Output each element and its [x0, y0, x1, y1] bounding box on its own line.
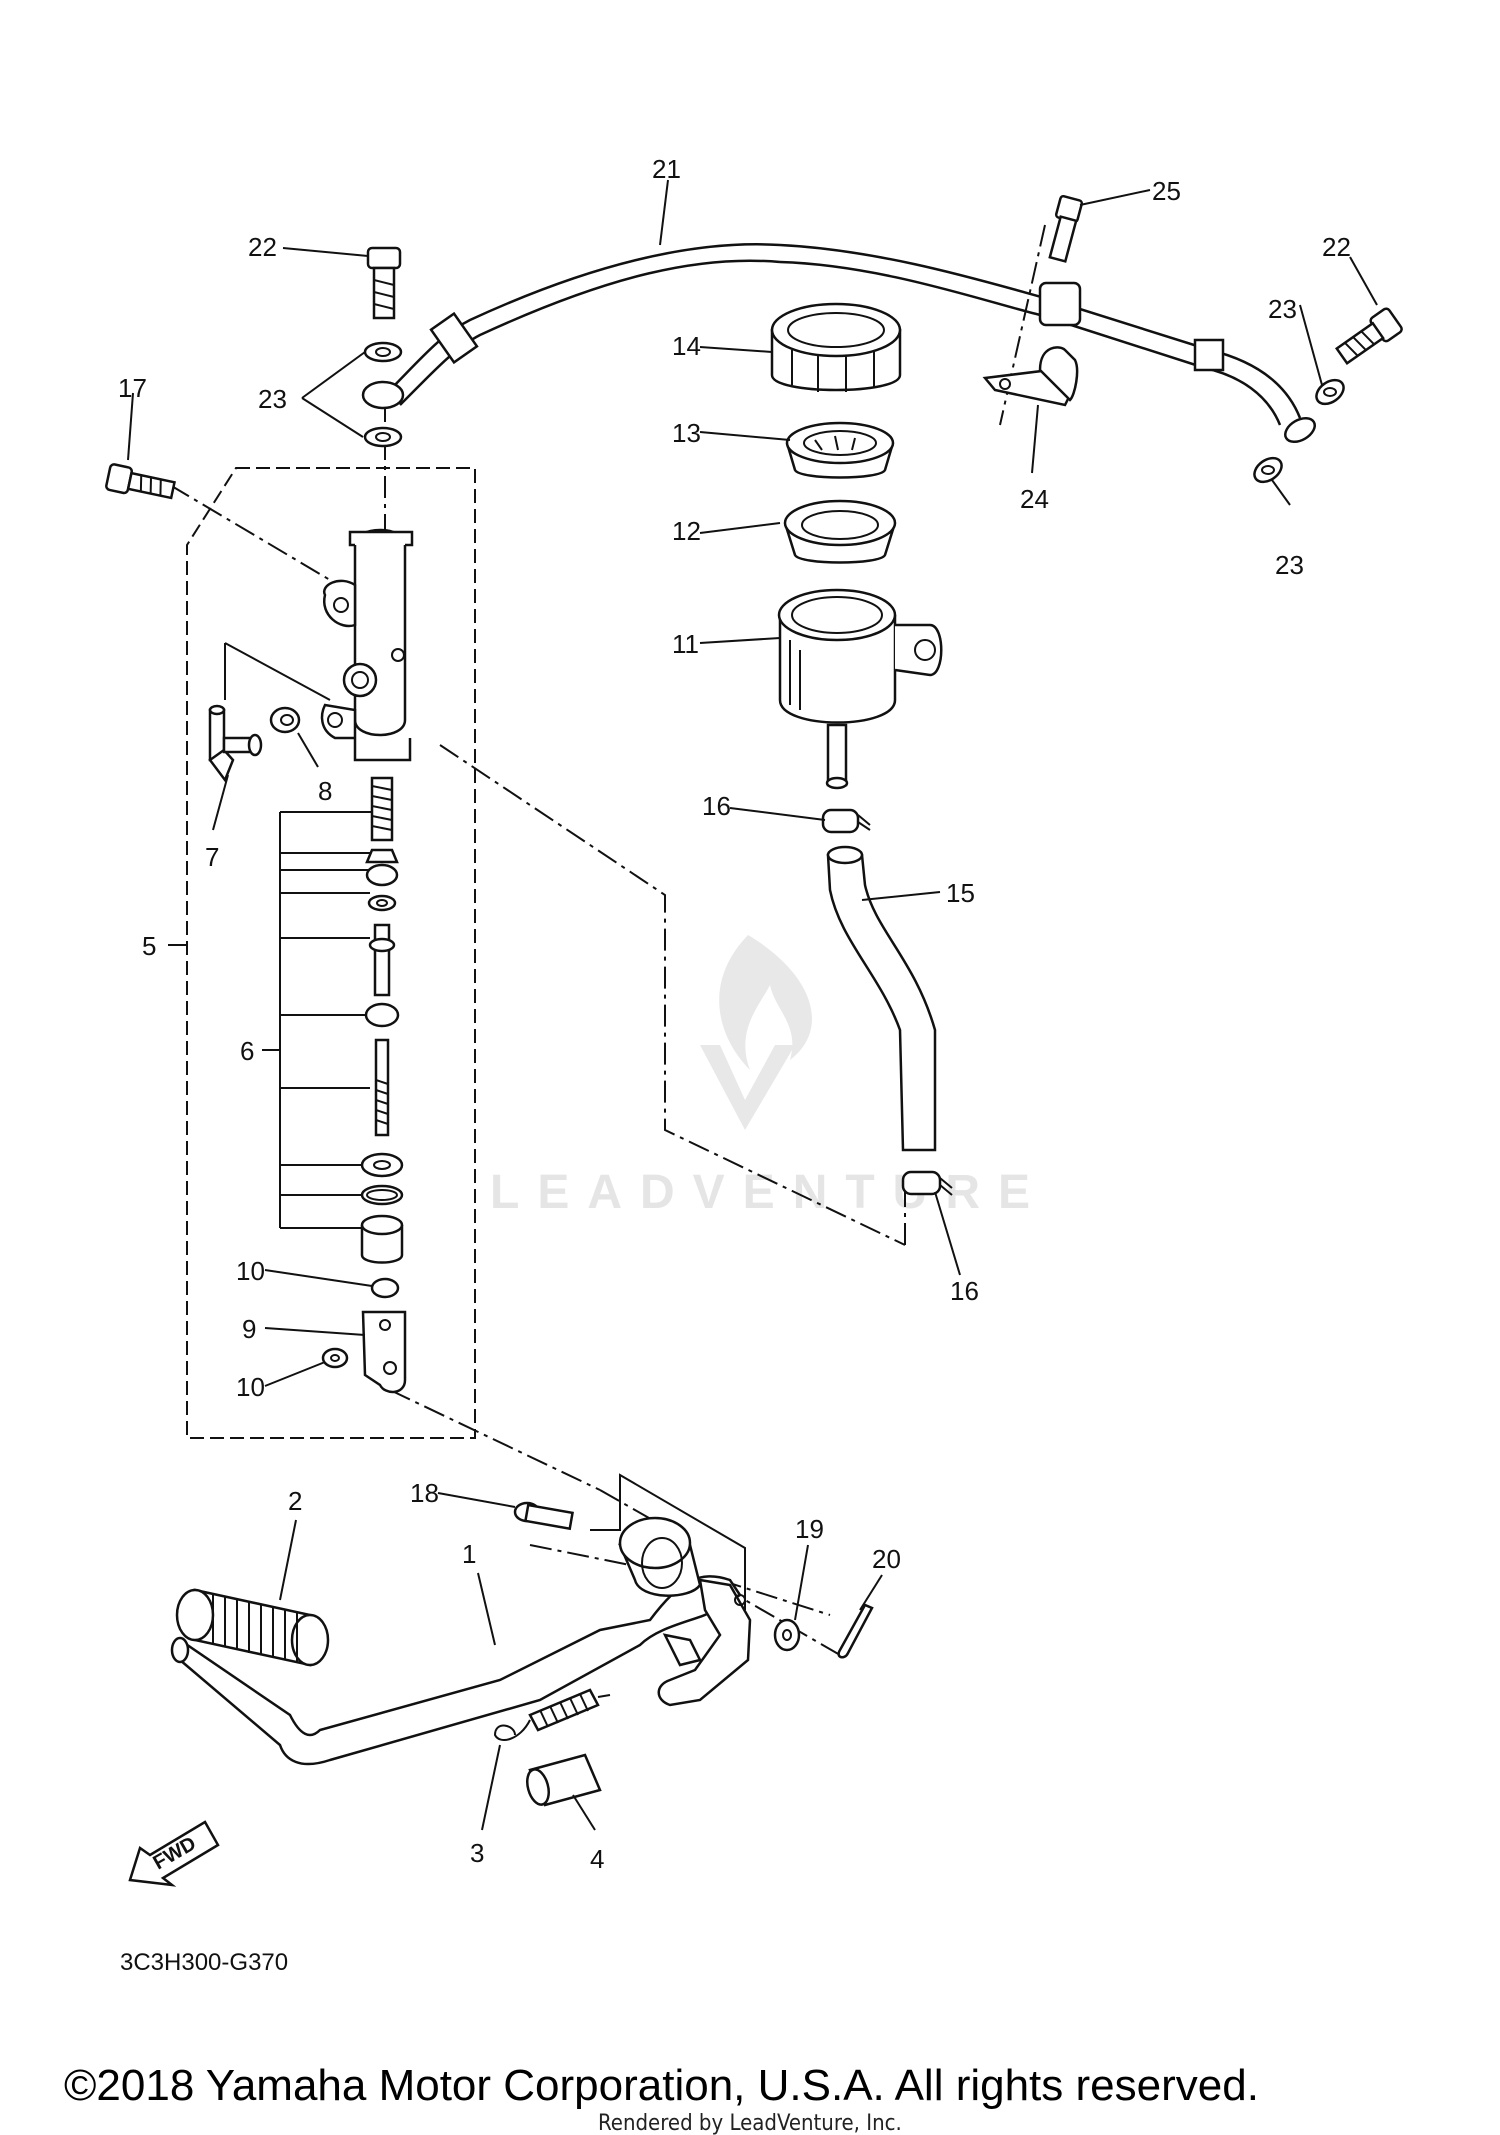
label-24: 24: [1020, 484, 1049, 514]
label-18: 18: [410, 1478, 439, 1508]
centerlines: [169, 224, 1046, 1656]
label-13: 13: [672, 418, 701, 448]
part-8-grommet: [269, 706, 301, 734]
part-15-reservoir-hose: [826, 845, 937, 1152]
part-9-clevis: [361, 1310, 407, 1394]
part-5-master-cylinder: [320, 528, 414, 762]
pivot-bracket-lines: [590, 1473, 746, 1610]
assembly-5-boundary: [186, 467, 476, 1439]
part-16-hose-clips: [821, 808, 953, 1196]
leadventure-watermark: LEADVENTURE: [490, 935, 1048, 1219]
part-25-bolt: [1048, 194, 1084, 263]
part-20-cotter-pin: [837, 1603, 874, 1659]
label-4: 4: [590, 1844, 604, 1874]
label-5: 5: [142, 931, 156, 961]
label-1: 1: [462, 1539, 476, 1569]
part-23-washers: [361, 341, 1345, 484]
leader-lines: [127, 179, 1378, 1831]
group-6-piston-kit: [360, 776, 404, 1264]
part-11-reservoir: [777, 588, 943, 790]
rendered-by-credit: Rendered by LeadVenture, Inc.: [598, 2111, 902, 2135]
label-8: 8: [318, 776, 332, 806]
label-14: 14: [672, 331, 701, 361]
part-12-diaphragm: [783, 499, 897, 564]
part-number-labels: 1 2 3 4 5 6 7 8 9 10 10 11 12 13 14 15 1…: [118, 154, 1351, 1874]
connector-line-7: [224, 642, 331, 701]
part-13-diaphragm-plate: [785, 421, 895, 479]
drawing-code: 3C3H300-G370: [120, 1949, 288, 1976]
part-22-union-bolt-right: [1335, 307, 1403, 366]
part-24-hose-clamp: [982, 346, 1079, 407]
label-17: 17: [118, 373, 147, 403]
part-10-nuts: [321, 1277, 400, 1369]
label-6: 6: [240, 1036, 254, 1066]
part-19-washer: [773, 1618, 801, 1652]
label-10b: 10: [236, 1372, 265, 1402]
label-21: 21: [652, 154, 681, 184]
group-6-bracket: [262, 811, 375, 1229]
label-23a: 23: [258, 384, 287, 414]
part-4-bushing: [526, 1753, 602, 1807]
label-9: 9: [242, 1314, 256, 1344]
label-23c: 23: [1275, 550, 1304, 580]
fwd-arrow-icon: FWD: [128, 1820, 220, 1887]
label-23b: 23: [1268, 294, 1297, 324]
part-22-union-bolt: [366, 246, 402, 320]
part-2-pedal-rubber: [175, 1588, 330, 1667]
part-17-bolt: [105, 463, 176, 500]
part-21-brake-hose: [384, 243, 1316, 444]
part-18-pin: [513, 1501, 574, 1531]
label-25: 25: [1152, 176, 1181, 206]
label-3: 3: [470, 1838, 484, 1868]
part-14-reservoir-cap: [770, 302, 902, 392]
label-19: 19: [795, 1514, 824, 1544]
label-15: 15: [946, 878, 975, 908]
part-1-brake-pedal: [170, 1516, 752, 1766]
watermark-flame-logo: [719, 935, 812, 1070]
label-12: 12: [672, 516, 701, 546]
watermark-v-logo: [700, 1045, 795, 1130]
label-10a: 10: [236, 1256, 265, 1286]
copyright-notice: ©2018 Yamaha Motor Corporation, U.S.A. A…: [64, 2061, 1259, 2110]
part-7-hose-joint: [208, 704, 263, 783]
label-20: 20: [872, 1544, 901, 1574]
label-7: 7: [205, 842, 219, 872]
label-2: 2: [288, 1486, 302, 1516]
label-16b: 16: [950, 1276, 979, 1306]
watermark-text: LEADVENTURE: [490, 1166, 1048, 1219]
label-16a: 16: [702, 791, 731, 821]
label-22b: 22: [1322, 232, 1351, 262]
label-22a: 22: [248, 232, 277, 262]
part-3-return-spring: [493, 1688, 611, 1741]
label-11: 11: [672, 629, 699, 659]
